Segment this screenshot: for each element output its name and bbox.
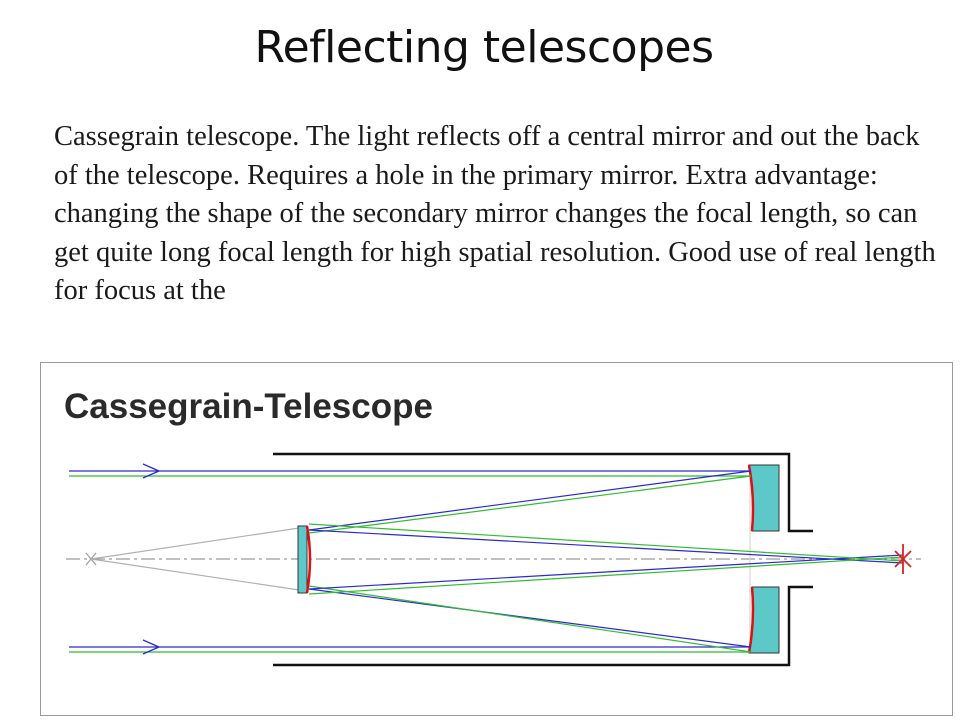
slide-body-text: Cassegrain telescope. The light reflects… <box>54 121 936 306</box>
ray-direction-arrows <box>142 463 161 655</box>
telescope-schematic <box>66 452 921 667</box>
rays-to-focus <box>308 523 904 595</box>
secondary-mirror <box>297 525 312 594</box>
cassegrain-diagram: Cassegrain-Telescope <box>40 362 953 716</box>
diagram-title: Cassegrain-Telescope <box>64 387 433 426</box>
converging-rays <box>308 470 752 653</box>
incoming-rays <box>69 470 751 653</box>
virtual-rays <box>90 527 300 591</box>
telescope-tube <box>273 452 813 667</box>
focal-point-mark <box>894 544 912 574</box>
slide-title: Reflecting telescopes <box>254 22 715 73</box>
